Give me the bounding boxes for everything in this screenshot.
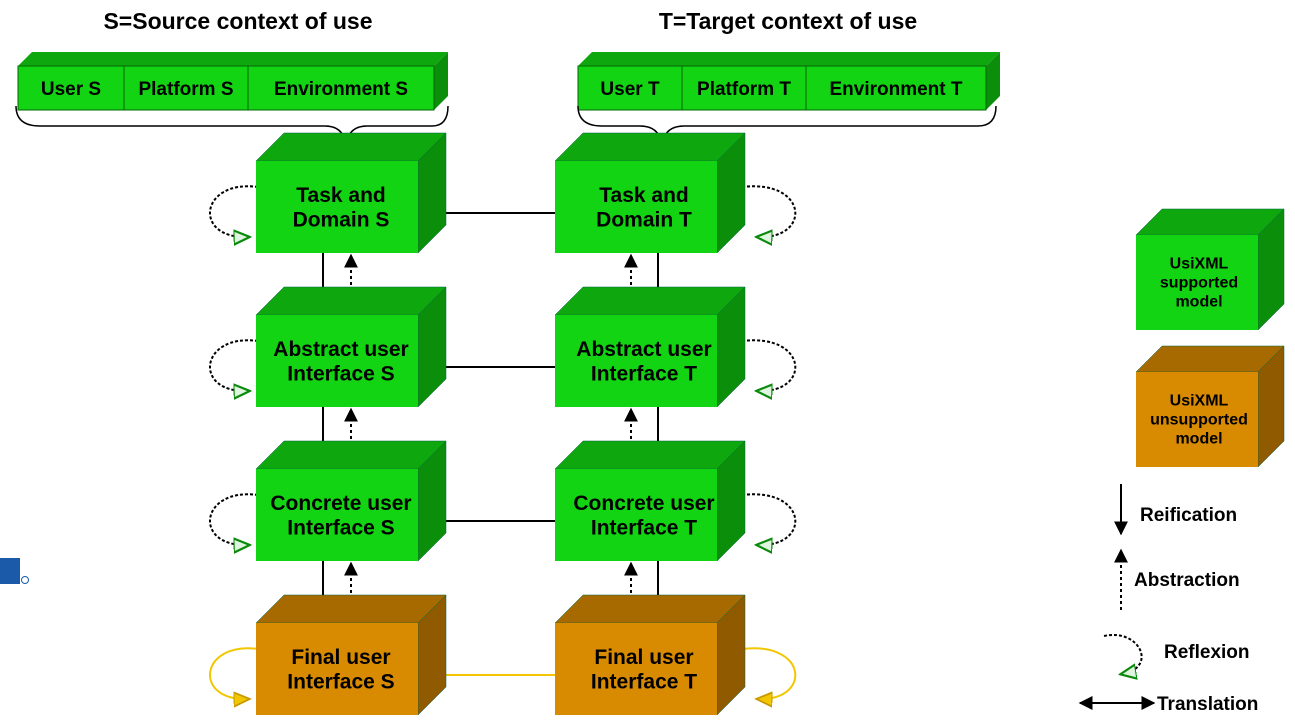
reflexion-loop-source-4 <box>209 647 259 699</box>
model-box-target-2-top <box>554 286 746 316</box>
model-target-2-line-2: Interface T <box>591 363 697 386</box>
source-context-title: S=Source context of use <box>103 8 372 34</box>
model-box-source-1-front <box>256 161 418 253</box>
reflexion-loop-target-2 <box>741 339 797 391</box>
source-context-cell-1 <box>17 65 125 111</box>
reflexion-loop-target-3 <box>741 493 797 545</box>
model-target-4-line-2: Interface T <box>591 671 697 694</box>
legend-reification-label: Reification <box>1140 505 1237 526</box>
model-target-2-line-1: Abstract user <box>576 338 711 361</box>
model-box-target-1-front <box>555 161 717 253</box>
reflexion-loop-source-1 <box>209 185 259 237</box>
legend-unsupported-line-1: UsiXML <box>1170 393 1229 410</box>
model-box-target-1-top <box>554 132 746 162</box>
reflexion-loop-target-1 <box>741 185 797 237</box>
reflexion-loop-source-3 <box>209 493 259 545</box>
legend-unsupported-line-3: model <box>1175 430 1222 447</box>
target-context-cell-3 <box>805 65 987 111</box>
model-box-source-2-front <box>256 315 418 407</box>
registered-mark-icon <box>21 576 29 584</box>
legend-unsupported-line-2: unsupported <box>1150 412 1248 429</box>
model-box-target-3-front <box>555 469 717 561</box>
model-box-target-3-top <box>554 440 746 470</box>
source-context-cell-3 <box>247 65 435 111</box>
target-context-side <box>986 52 1000 110</box>
target-context-label-3: Environment T <box>829 79 962 100</box>
legend-reflexion-label: Reflexion <box>1164 642 1250 663</box>
model-source-4-line-2: Interface S <box>287 671 394 694</box>
legend-abstraction-label: Abstraction <box>1134 570 1240 591</box>
legend: UsiXMLsupportedmodelUsiXMLunsupportedmod… <box>1078 208 1285 715</box>
model-box-target-4-front <box>555 623 717 715</box>
target-context-top <box>578 52 1000 66</box>
model-target-4-line-1: Final user <box>594 646 693 669</box>
target-context-cell-2 <box>681 65 807 111</box>
target-context-bar: User T Platform T Environment T <box>577 52 1000 111</box>
model-source-1-line-2: Domain S <box>293 209 390 232</box>
model-source-3-line-1: Concrete user <box>270 492 411 515</box>
legend-unsupported-box-front <box>1136 372 1258 467</box>
model-box-source-4-top <box>255 594 447 624</box>
target-context-title: T=Target context of use <box>659 8 917 34</box>
legend-supported-line-2: supported <box>1160 275 1238 292</box>
model-source-4-line-1: Final user <box>291 646 390 669</box>
model-box-target-2-front <box>555 315 717 407</box>
model-source-3-line-2: Interface S <box>287 517 394 540</box>
source-context-bar: User S Platform S Environment S <box>17 52 448 111</box>
model-box-source-3-front <box>256 469 418 561</box>
source-context-label-1: User S <box>41 79 101 100</box>
legend-supported-box-front <box>1136 235 1258 330</box>
model-box-source-2-top <box>255 286 447 316</box>
legend-translation-label: Translation <box>1157 694 1258 715</box>
target-context-label-1: User T <box>600 79 660 100</box>
model-source-2-line-2: Interface S <box>287 363 394 386</box>
model-box-source-1-top <box>255 132 447 162</box>
model-target-1-line-2: Domain T <box>596 209 692 232</box>
source-context-label-3: Environment S <box>274 79 408 100</box>
reflexion-loop-target-4 <box>741 647 797 699</box>
model-source-2-line-1: Abstract user <box>273 338 408 361</box>
legend-supported-line-1: UsiXML <box>1170 256 1229 273</box>
source-context-label-2: Platform S <box>138 79 233 100</box>
model-target-1-line-1: Task and <box>599 184 688 207</box>
source-context-top <box>18 52 448 66</box>
model-box-source-4-front <box>256 623 418 715</box>
model-target-3-line-2: Interface T <box>591 517 697 540</box>
reflexion-loop-source-2 <box>209 339 259 391</box>
source-context-side <box>434 52 448 110</box>
legend-supported-line-3: model <box>1175 293 1222 310</box>
model-box-target-4-top <box>554 594 746 624</box>
model-target-3-line-1: Concrete user <box>573 492 714 515</box>
legend-reflexion-arrow <box>1103 633 1143 674</box>
partial-logo <box>0 558 20 584</box>
model-source-1-line-1: Task and <box>296 184 385 207</box>
model-box-source-3-top <box>255 440 447 470</box>
target-context-label-2: Platform T <box>697 79 791 100</box>
